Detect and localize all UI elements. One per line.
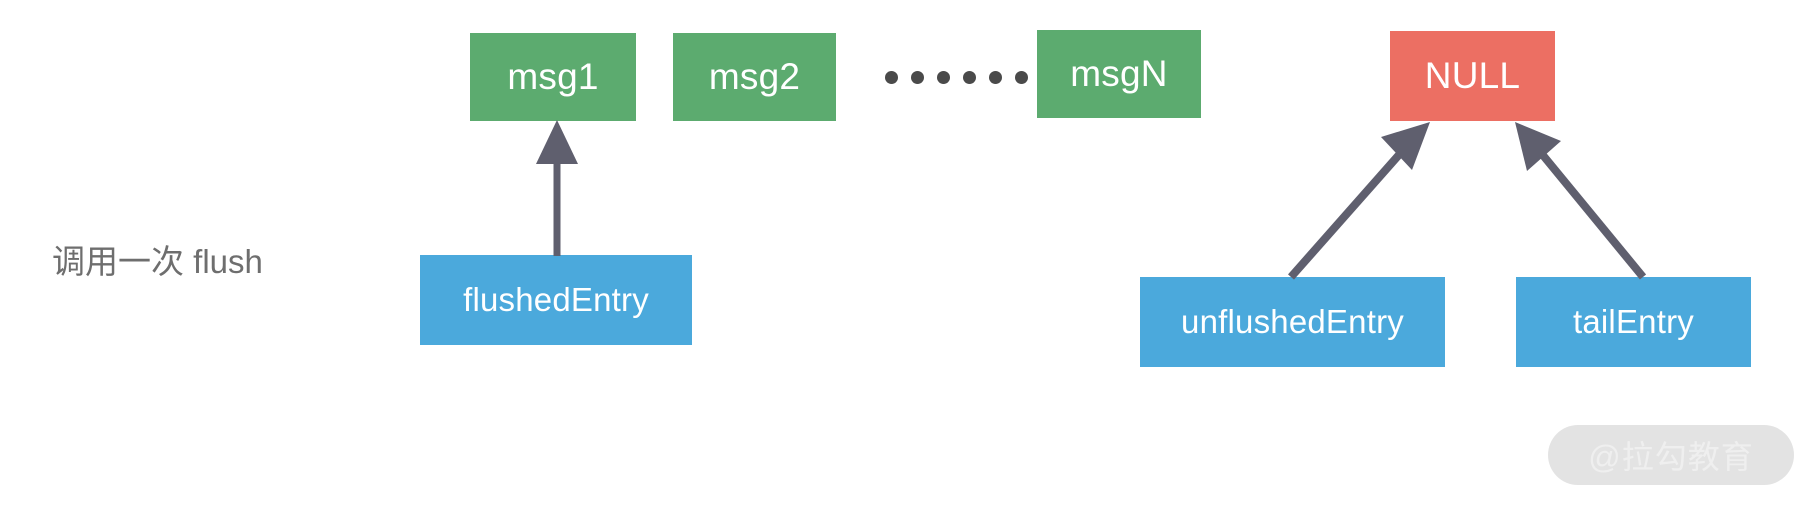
node-flushed-entry: flushedEntry [420, 255, 692, 345]
ellipsis-dot [885, 71, 898, 84]
ellipsis-dot [937, 71, 950, 84]
diagram-caption: 调用一次 flush [52, 243, 263, 280]
node-msgn: msgN [1037, 30, 1201, 118]
ellipsis-dot [1015, 71, 1028, 84]
node-tail-entry: tailEntry [1516, 277, 1751, 367]
node-null: NULL [1390, 31, 1555, 121]
arrow-unflushed-entry-to-null [1288, 122, 1430, 280]
node-msg2: msg2 [673, 33, 836, 121]
ellipsis-dot [963, 71, 976, 84]
watermark: @拉勾教育 [1548, 425, 1794, 485]
arrow-tail-entry-to-null [1515, 122, 1647, 280]
node-msg1: msg1 [470, 33, 636, 121]
node-unflushed-entry: unflushedEntry [1140, 277, 1445, 367]
ellipsis-dots [885, 71, 1028, 84]
ellipsis-dot [911, 71, 924, 84]
arrow-flushed-entry-to-msg1 [536, 120, 578, 256]
ellipsis-dot [989, 71, 1002, 84]
